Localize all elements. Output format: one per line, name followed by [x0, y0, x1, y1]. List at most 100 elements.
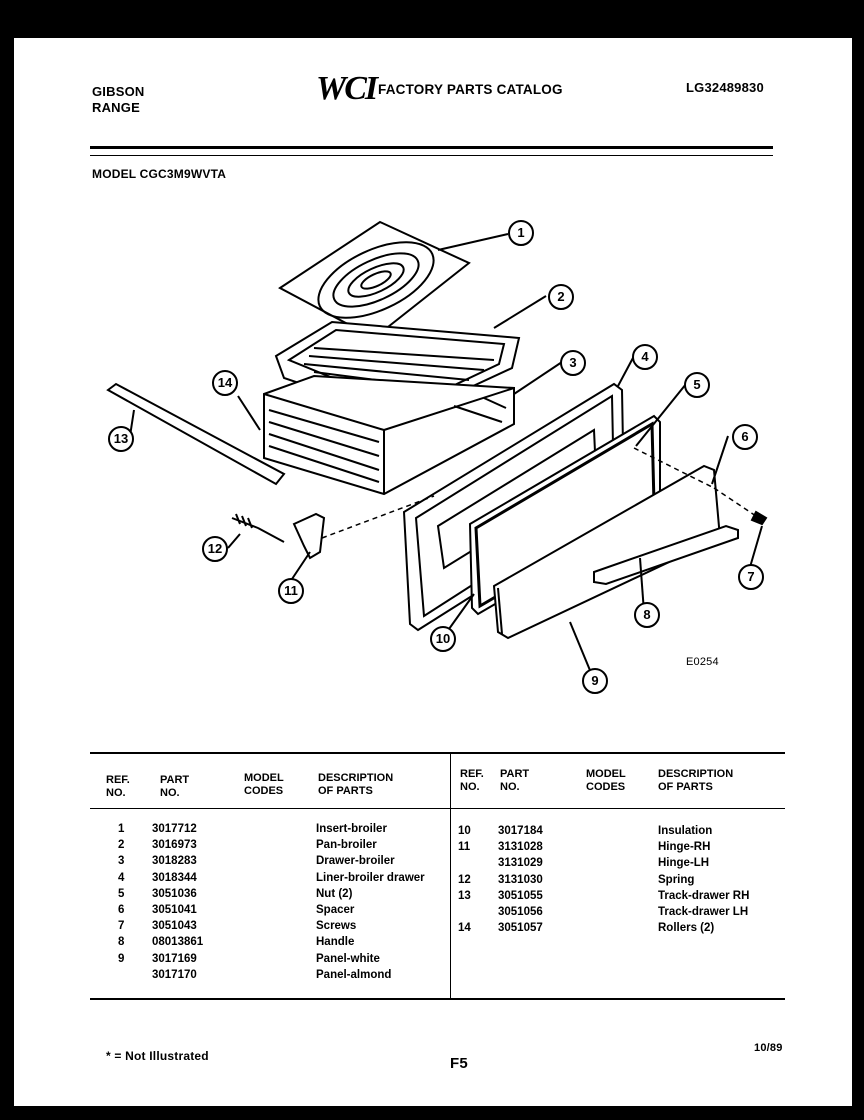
desc-header-r: DESCRIPTION	[658, 768, 734, 780]
callout-2: 2	[548, 284, 574, 310]
cell-part: 3051055	[498, 889, 543, 902]
brand-block: GIBSON RANGE	[92, 84, 144, 116]
cell-part: 3131030	[498, 873, 543, 886]
table-bottom-rule	[90, 998, 785, 1000]
cell-desc: Track-drawer RH	[658, 889, 750, 902]
cell-part: 3017184	[498, 825, 543, 837]
wci-logo: WCI	[316, 70, 378, 107]
callout-5: 5	[684, 372, 710, 398]
cell-desc: Spacer	[316, 904, 355, 916]
brand-line2: RANGE	[92, 100, 140, 115]
part-header: PART	[160, 774, 190, 786]
figure-code: E0254	[686, 656, 719, 668]
cell-ref: 11	[458, 841, 471, 854]
cell-ref: 2	[118, 839, 125, 852]
cell-desc: Hinge-RH	[658, 841, 711, 854]
callout-3: 3	[560, 350, 586, 376]
insert-broiler-part	[278, 220, 471, 340]
brand-line1: GIBSON	[92, 84, 145, 99]
drawer-broiler-part	[263, 374, 515, 496]
cell-desc: Drawer-broiler	[316, 855, 395, 868]
table-column-divider	[450, 754, 451, 1000]
cell-ref: 14	[458, 922, 471, 935]
cell-ref: 13	[458, 889, 471, 902]
cell-part: 3051036	[152, 887, 197, 900]
cell-desc: Screws	[316, 920, 357, 933]
ref-header-r: REF.	[460, 768, 484, 780]
exploded-parts-diagram	[106, 220, 768, 681]
ref-header-2: NO.	[106, 787, 126, 799]
cell-part: 3051041	[152, 904, 197, 916]
cell-desc: Panel-white	[316, 952, 380, 965]
callout-12: 12	[202, 536, 228, 562]
callout-7: 7	[738, 564, 764, 590]
callout-13: 13	[108, 426, 134, 452]
cell-ref: 10	[458, 825, 471, 837]
callout-4: 4	[632, 344, 658, 370]
cell-part: 3017712	[152, 823, 197, 835]
cell-desc: Insert-broiler	[316, 823, 387, 835]
catalog-date: 10/89	[754, 1042, 783, 1054]
not-illustrated-note: * = Not Illustrated	[106, 1049, 209, 1063]
desc-header-r-2: OF PARTS	[658, 781, 713, 793]
table-top-rule	[90, 752, 785, 754]
model-header-r-2: CODES	[586, 781, 626, 793]
page-number: F5	[450, 1055, 468, 1072]
cell-ref: 1	[118, 823, 125, 835]
cell-part: 3018283	[152, 855, 197, 868]
ref-header: REF.	[106, 774, 130, 786]
screw-part	[750, 510, 768, 526]
track-drawer-part	[106, 382, 286, 486]
cell-part: 3051057	[498, 922, 543, 935]
cell-desc: Panel-almond	[316, 968, 392, 981]
cell-desc: Nut (2)	[316, 887, 353, 900]
callout-6: 6	[732, 424, 758, 450]
model-header-r: MODEL	[586, 768, 626, 780]
cell-ref: 12	[458, 873, 471, 886]
catalog-id: LG32489830	[686, 80, 764, 95]
callout-11: 11	[278, 578, 304, 604]
model-header-2: CODES	[244, 785, 284, 797]
cell-ref: 9	[118, 952, 125, 965]
hinge-part	[292, 512, 326, 560]
cell-part: 3051043	[152, 920, 197, 933]
cell-part: 3051056	[498, 906, 543, 918]
callout-9: 9	[582, 668, 608, 694]
cell-part: 3017170	[152, 968, 197, 981]
cell-desc: Insulation	[658, 825, 713, 837]
part-header-2: NO.	[160, 787, 180, 799]
callout-14: 14	[212, 370, 238, 396]
model-header: MODEL	[244, 772, 284, 784]
desc-header-2: OF PARTS	[318, 785, 373, 797]
catalog-page: GIBSON RANGE WCI FACTORY PARTS CATALOG L…	[14, 38, 852, 1106]
callout-8: 8	[634, 602, 660, 628]
cell-desc: Rollers (2)	[658, 922, 715, 935]
cell-ref: 7	[118, 920, 125, 933]
cell-ref: 3	[118, 855, 125, 868]
header-rule	[90, 146, 773, 149]
cell-desc: Track-drawer LH	[658, 906, 749, 918]
cell-part: 3018344	[152, 871, 197, 884]
cell-part: 3017169	[152, 952, 197, 965]
table-header-rule	[90, 808, 785, 809]
callout-1: 1	[508, 220, 534, 246]
part-header-r: PART	[500, 768, 530, 780]
cell-part: 3131029	[498, 857, 543, 870]
cell-desc: Spring	[658, 873, 695, 886]
desc-header: DESCRIPTION	[318, 772, 394, 784]
handle-part	[593, 524, 739, 586]
catalog-title: FACTORY PARTS CATALOG	[378, 82, 563, 97]
spring-part	[231, 513, 285, 543]
model-number: MODEL CGC3M9WVTA	[92, 167, 227, 181]
part-header-r-2: NO.	[500, 781, 520, 793]
cell-ref: 8	[118, 936, 125, 949]
cell-desc: Pan-broiler	[316, 839, 377, 852]
cell-desc: Hinge-LH	[658, 857, 710, 870]
callout-10: 10	[430, 626, 456, 652]
cell-part: 3131028	[498, 841, 543, 854]
cell-ref: 4	[118, 871, 125, 884]
cell-ref: 5	[118, 887, 125, 900]
cell-desc: Liner-broiler drawer	[316, 871, 425, 884]
ref-header-r-2: NO.	[460, 781, 480, 793]
cell-desc: Handle	[316, 936, 355, 949]
